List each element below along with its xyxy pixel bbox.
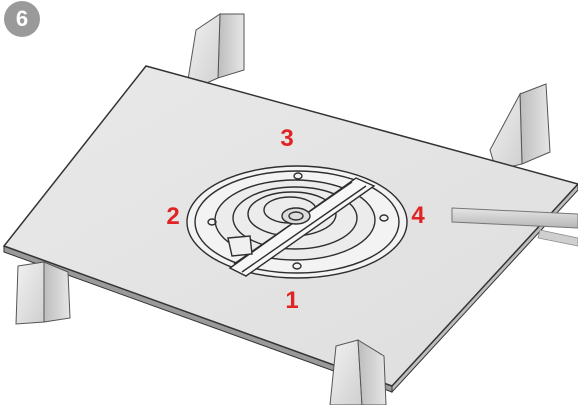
joist-lower-right — [329, 339, 387, 405]
joist-upper-right — [489, 83, 551, 171]
joist-lower-left — [15, 261, 71, 325]
step-number-badge: 6 — [4, 1, 40, 37]
speaker-bracket — [186, 165, 408, 279]
position-label-3: 3 — [280, 125, 294, 152]
position-label-1: 1 — [285, 287, 299, 314]
joist-upper-left — [185, 13, 245, 93]
screwdriver-tool — [451, 207, 578, 247]
position-label-4: 4 — [411, 202, 425, 229]
position-label-2: 2 — [166, 203, 180, 230]
